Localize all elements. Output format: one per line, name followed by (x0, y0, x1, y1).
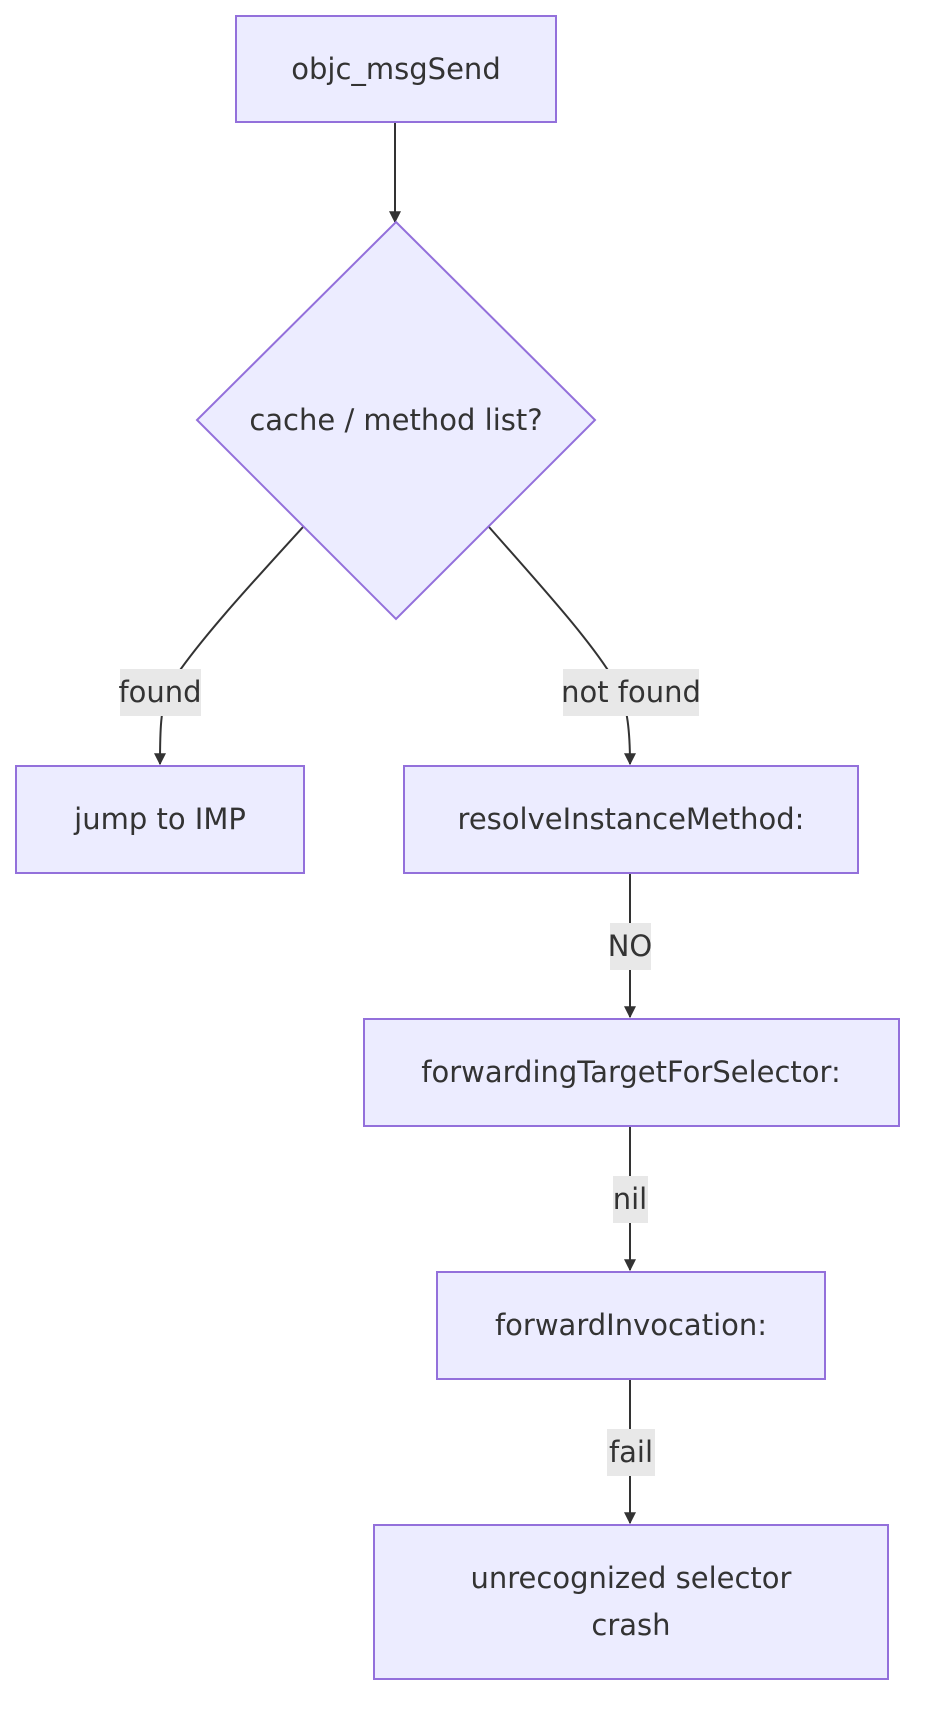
svg-text:fail: fail (609, 1435, 653, 1469)
svg-text:resolveInstanceMethod:: resolveInstanceMethod: (458, 802, 805, 836)
edge-label-fail: fail (607, 1429, 655, 1476)
svg-text:not found: not found (561, 675, 701, 709)
node-decision-cache-method-list: cache / method list? (195, 220, 597, 621)
svg-text:unrecognized selector: unrecognized selector (471, 1561, 792, 1595)
edge-label-not-found: not found (561, 669, 701, 716)
edge-label-found: found (118, 669, 202, 716)
edge-label-nil: nil (613, 1176, 648, 1223)
edge-label-no: NO (608, 923, 653, 970)
svg-text:nil: nil (613, 1182, 648, 1216)
svg-text:objc_msgSend: objc_msgSend (291, 52, 500, 86)
svg-text:crash: crash (591, 1608, 670, 1642)
edge-decision-to-jump (154, 526, 304, 766)
node-jump-to-imp: jump to IMP (15, 765, 305, 874)
svg-text:found: found (118, 675, 201, 709)
svg-text:jump to IMP: jump to IMP (73, 802, 246, 836)
node-unrecognized-selector-crash: unrecognized selector crash (373, 1524, 889, 1680)
svg-text:forwardingTargetForSelector:: forwardingTargetForSelector: (421, 1055, 840, 1089)
svg-text:NO: NO (608, 929, 653, 963)
node-resolve-instance-method: resolveInstanceMethod: (403, 765, 859, 874)
node-forward-invocation: forwardInvocation: (436, 1271, 826, 1380)
svg-text:cache / method list?: cache / method list? (249, 403, 542, 437)
svg-text:forwardInvocation:: forwardInvocation: (495, 1308, 767, 1342)
node-objc-msgsend: objc_msgSend (235, 15, 557, 123)
node-forwarding-target-for-selector: forwardingTargetForSelector: (363, 1018, 900, 1127)
edge-decision-to-resolve (488, 526, 636, 766)
